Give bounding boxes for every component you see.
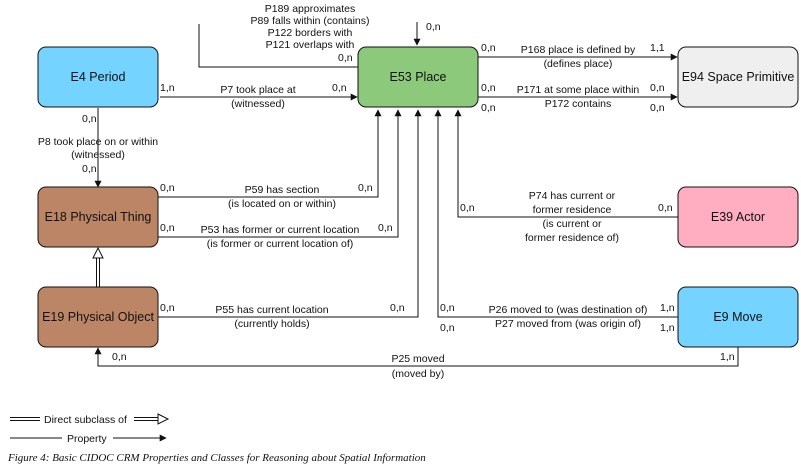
card-p189-top: 0,n <box>426 21 441 33</box>
card-p53-dst: 0,n <box>378 222 393 234</box>
prop-p171-line1: P171 at some place within <box>517 84 640 96</box>
prop-p74-line4: former residence of) <box>525 232 619 244</box>
class-e94[interactable]: E94 Space Primitive <box>677 46 799 108</box>
card-p26-move-b: 1,n <box>660 322 675 334</box>
class-box <box>677 46 799 108</box>
prop-p55-line1: P55 has current location <box>215 304 328 316</box>
edge-p53 <box>158 109 402 238</box>
prop-p189-line4: P121 overlaps with <box>266 39 355 51</box>
prop-p8-line2: (witnessed) <box>71 149 125 161</box>
card-p25-obj: 0,n <box>112 351 127 363</box>
legend-subclass-label: Direct subclass of <box>44 414 127 426</box>
prop-p59-line2: (is located on or within) <box>228 198 336 210</box>
prop-p7-line1: P7 took place at <box>220 84 295 96</box>
card-p74-src: 0,n <box>460 202 475 214</box>
card-p171-dst-a: 0,n <box>650 82 665 94</box>
prop-p168-line2: (defines place) <box>544 58 613 70</box>
class-e39[interactable]: E39 Actor <box>677 186 799 248</box>
prop-p168-line1: P168 place is defined by <box>521 44 636 56</box>
card-p55-src: 0,n <box>160 302 175 314</box>
card-p59-src: 0,n <box>160 182 175 194</box>
prop-p25-line1: P25 moved <box>391 353 444 365</box>
card-p26-move-a: 1,n <box>660 302 675 314</box>
card-p55-dst: 0,n <box>390 302 405 314</box>
class-box <box>37 46 159 108</box>
prop-p189-line2: P89 falls within (contains) <box>250 15 369 27</box>
prop-p59-line1: P59 has section <box>245 184 320 196</box>
class-box <box>37 186 159 248</box>
prop-p171-line2: P172 contains <box>545 98 612 110</box>
prop-p26-line1: P26 moved to (was destination of) <box>489 304 648 316</box>
legend-property-label: Property <box>67 433 107 445</box>
card-p168-src: 0,n <box>481 42 496 54</box>
prop-p55-line2: (currently holds) <box>234 318 309 330</box>
card-p8-dst: 0,n <box>82 163 97 175</box>
class-box <box>37 286 159 348</box>
edge-p26 <box>434 109 678 318</box>
class-e18[interactable]: E18 Physical Thing <box>37 186 159 248</box>
class-label: E4 Period <box>71 70 126 84</box>
prop-p26-line2: P27 moved from (was origin of) <box>495 318 641 330</box>
card-p59-dst: 0,n <box>358 182 373 194</box>
edge-p55 <box>158 109 422 318</box>
prop-p74-line2: former residence <box>533 204 612 216</box>
class-label: E39 Actor <box>711 210 765 224</box>
card-p25-move: 1,n <box>720 351 735 363</box>
card-p171-dst-b: 0,n <box>650 102 665 114</box>
edges <box>92 22 739 367</box>
edge-p74 <box>454 109 678 218</box>
class-label: E94 Space Primitive <box>682 70 795 84</box>
prop-p25-line2: (moved by) <box>392 368 445 380</box>
card-p26-place-a: 0,n <box>440 302 455 314</box>
edge-p59 <box>158 109 382 198</box>
prop-p74-line3: (is current or <box>543 218 602 230</box>
class-box <box>357 46 479 108</box>
card-p8-src: 0,n <box>82 113 97 125</box>
card-p171-src-a: 0,n <box>481 82 496 94</box>
prop-p8-line1: P8 took place on or within <box>38 136 158 148</box>
prop-p189-line3: P122 borders with <box>268 27 353 39</box>
prop-p7-line2: (witnessed) <box>231 98 285 110</box>
card-p171-src-b: 0,n <box>481 102 496 114</box>
card-p168-dst: 1,1 <box>650 42 665 54</box>
class-box <box>677 186 799 248</box>
prop-p53-line1: P53 has former or current location <box>201 224 360 236</box>
card-p7-src: 1,n <box>160 82 175 94</box>
class-label: E9 Move <box>713 310 762 324</box>
prop-p53-line2: (is former or current location of) <box>207 238 353 250</box>
class-label: E18 Physical Thing <box>45 210 152 224</box>
card-p74-dst: 0,n <box>658 202 673 214</box>
legend: Direct subclass of Property <box>10 413 170 445</box>
card-p53-src: 0,n <box>160 222 175 234</box>
class-e4[interactable]: E4 Period <box>37 46 159 108</box>
property-labels: P189 approximates P89 falls within (cont… <box>38 3 648 380</box>
card-p189-left: 0,n <box>338 52 353 64</box>
class-e53[interactable]: E53 Place <box>357 46 479 108</box>
class-e9[interactable]: E9 Move <box>677 286 799 348</box>
legend-subclass-head <box>157 413 170 425</box>
prop-p74-line1: P74 has current or <box>529 190 616 202</box>
class-label: E19 Physical Object <box>42 310 154 324</box>
class-box <box>677 286 799 348</box>
edge-subclass-head <box>92 246 104 259</box>
cardinality-labels: 0,n 0,n 1,n 0,n 0,n 0,n 0,n 1,1 0,n 0,n … <box>82 21 735 363</box>
class-label: E53 Place <box>390 70 447 84</box>
class-e19[interactable]: E19 Physical Object <box>37 286 159 348</box>
edge-p189-left <box>198 24 358 68</box>
card-p26-place-b: 0,n <box>440 322 455 334</box>
edge-p25 <box>94 347 739 367</box>
prop-p189-line1: P189 approximates <box>265 3 355 15</box>
card-p7-dst: 0,n <box>332 82 347 94</box>
figure-caption: Figure 4: Basic CIDOC CRM Properties and… <box>7 452 426 464</box>
